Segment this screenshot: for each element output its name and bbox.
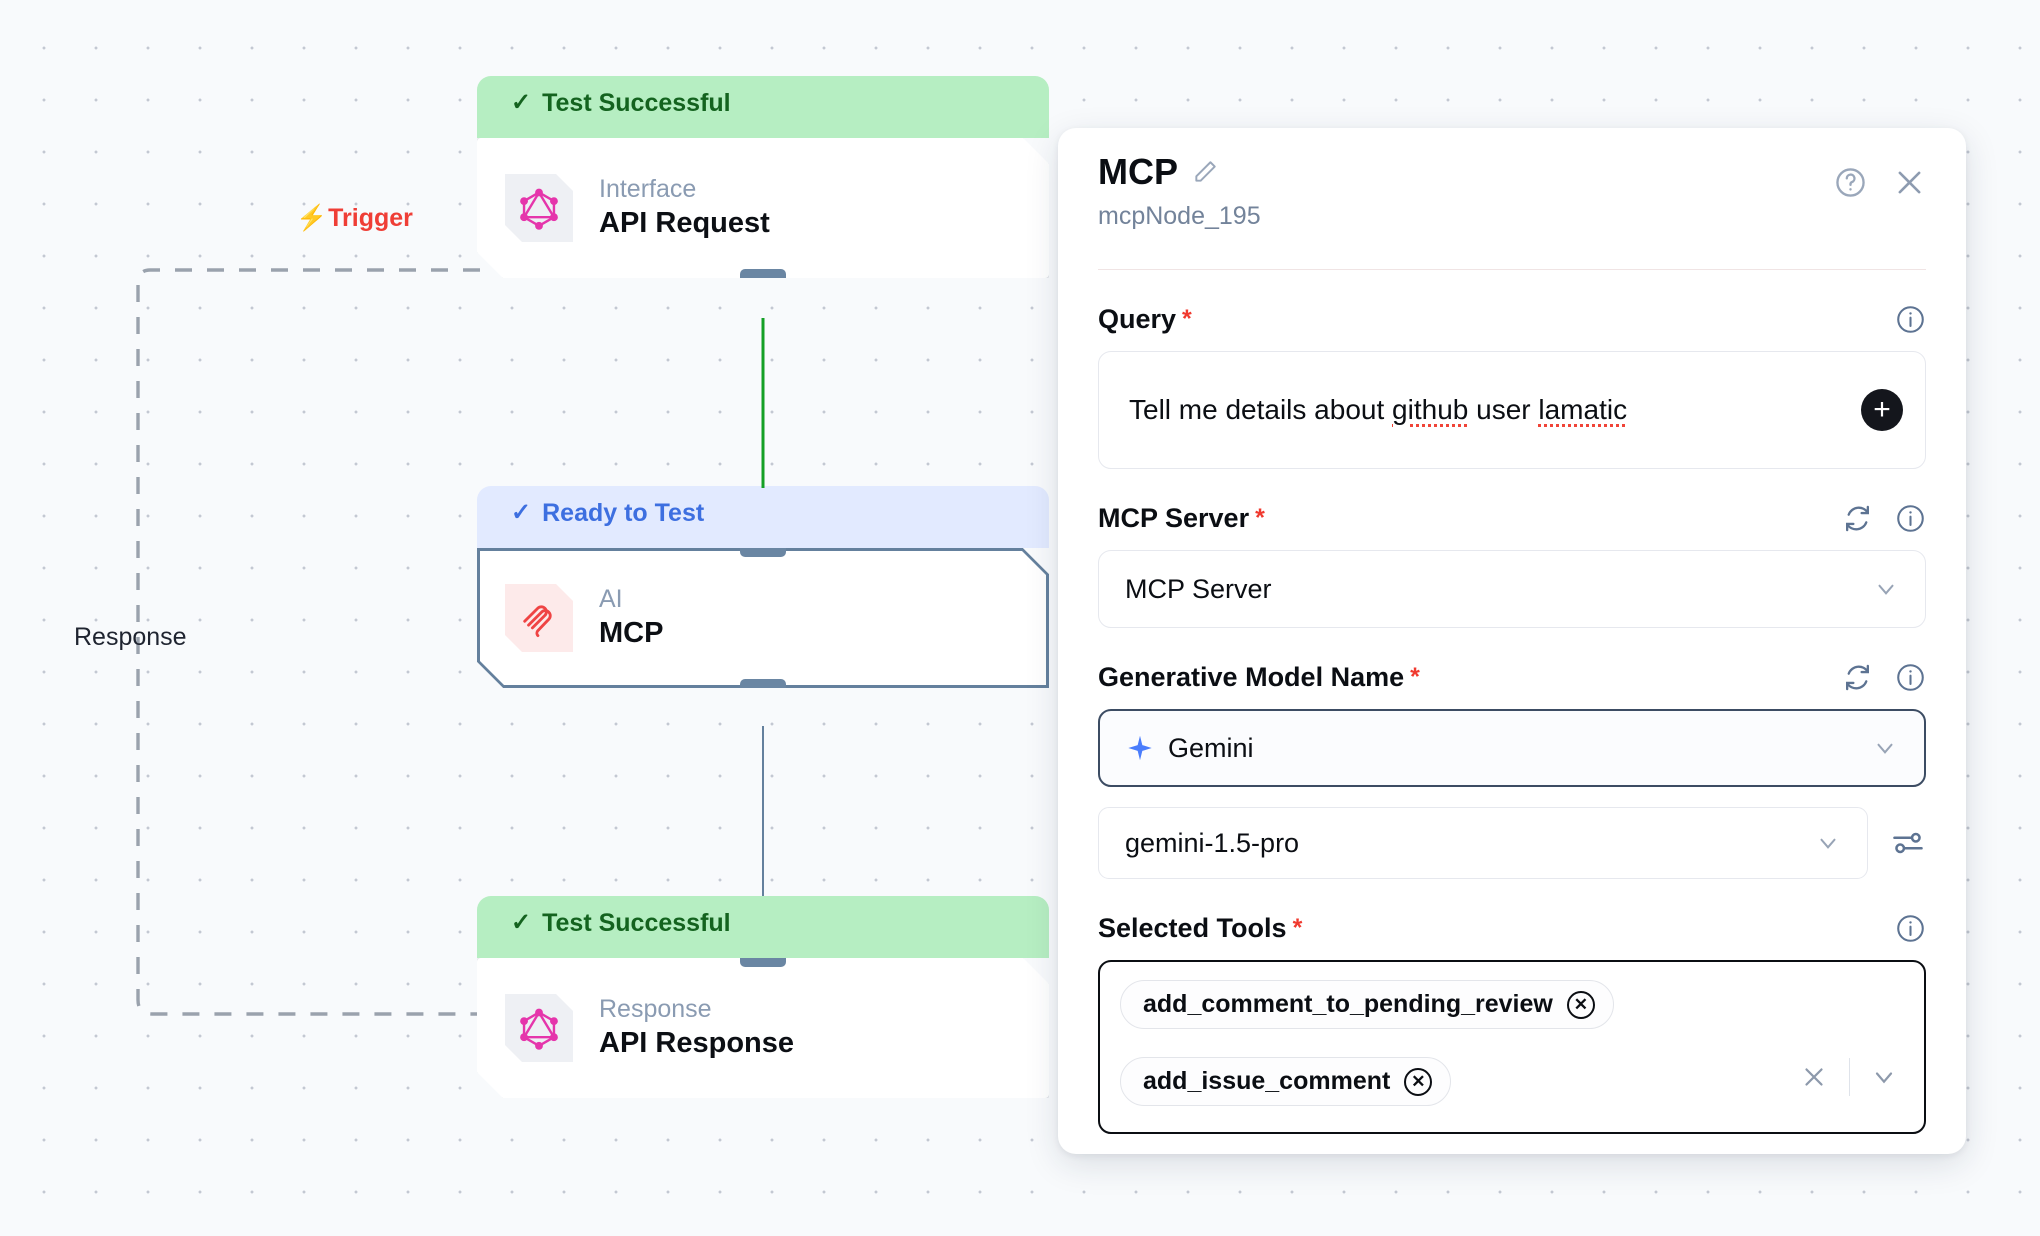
gemini-sparkle-icon: [1126, 734, 1154, 762]
model-name-value: gemini-1.5-pro: [1125, 827, 1300, 858]
node-config-panel[interactable]: MCP mcpNode_195: [1058, 128, 1966, 1154]
pencil-icon[interactable]: [1192, 159, 1218, 185]
field-selected-tools: Selected Tools * add_comment_to_pending_…: [1098, 913, 1926, 1134]
model-provider-select[interactable]: Gemini: [1098, 709, 1926, 787]
node-kind-label: Response: [599, 995, 712, 1024]
model-provider-value: Gemini: [1168, 732, 1254, 763]
selected-tools-label: Selected Tools: [1098, 913, 1287, 943]
response-label: Response: [74, 623, 187, 651]
trigger-label: ⚡ Trigger: [296, 204, 413, 233]
refresh-icon[interactable]: [1842, 503, 1873, 534]
panel-header: MCP mcpNode_195: [1098, 154, 1926, 231]
chevron-down-icon: [1815, 830, 1841, 856]
chevron-down-icon: [1873, 576, 1899, 602]
sliders-icon[interactable]: [1890, 825, 1926, 861]
info-icon[interactable]: [1895, 304, 1926, 335]
refresh-icon[interactable]: [1842, 662, 1873, 693]
tool-chip[interactable]: add_issue_comment ✕: [1120, 1057, 1452, 1106]
node-card-body[interactable]: Interface API Request: [477, 138, 1049, 278]
mcp-paperclip-icon: [505, 584, 573, 652]
required-asterisk: *: [1410, 663, 1420, 691]
tool-chip-label: add_issue_comment: [1143, 1067, 1391, 1095]
required-asterisk: *: [1292, 914, 1303, 942]
node-status-text: Ready to Test: [542, 498, 705, 527]
node-selection-outline: [477, 548, 1049, 688]
node-status-badge: ✓ Ready to Test: [477, 486, 1049, 548]
required-asterisk: *: [1182, 305, 1192, 333]
query-label: Query: [1098, 304, 1177, 334]
node-api-request[interactable]: ✓ Test Successful: [477, 76, 1049, 278]
check-icon: ✓: [511, 909, 532, 936]
help-circle-icon[interactable]: [1834, 166, 1867, 199]
check-icon: ✓: [511, 499, 532, 526]
node-output-handle[interactable]: [740, 679, 786, 696]
close-icon[interactable]: [1893, 166, 1926, 199]
selected-tools-multiselect[interactable]: add_comment_to_pending_review ✕ add_issu…: [1098, 960, 1926, 1134]
page-title: MCP: [1098, 151, 1178, 192]
node-card-body[interactable]: Response API Response: [477, 958, 1049, 1098]
node-title-label: MCP: [599, 617, 664, 650]
lightning-bolt-icon: ⚡: [296, 204, 328, 232]
tool-chip[interactable]: add_comment_to_pending_review ✕: [1120, 980, 1614, 1029]
info-icon[interactable]: [1895, 503, 1926, 534]
remove-chip-icon[interactable]: ✕: [1404, 1067, 1433, 1096]
node-api-response[interactable]: ✓ Test Successful: [477, 896, 1049, 1098]
node-status-badge: ✓ Test Successful: [477, 76, 1049, 138]
add-variable-button[interactable]: +: [1861, 389, 1903, 431]
remove-chip-icon[interactable]: ✕: [1566, 990, 1595, 1019]
graphql-icon: [505, 174, 573, 242]
field-query: Query * Tell me details about github use…: [1098, 304, 1926, 469]
node-card-body[interactable]: AI MCP: [477, 548, 1049, 688]
header-divider: [1098, 269, 1926, 270]
info-icon[interactable]: [1895, 913, 1926, 944]
field-generative-model: Generative Model Name *: [1098, 662, 1926, 879]
check-icon: ✓: [511, 89, 532, 116]
node-status-badge: ✓ Test Successful: [477, 896, 1049, 958]
node-output-handle[interactable]: [740, 269, 786, 286]
divider: [1849, 1058, 1850, 1096]
node-status-text: Test Successful: [542, 88, 731, 117]
tool-chip-label: add_comment_to_pending_review: [1143, 990, 1553, 1018]
mcp-server-label: MCP Server: [1098, 503, 1250, 533]
trigger-label-text: Trigger: [328, 204, 413, 232]
node-id-label: mcpNode_195: [1098, 202, 1261, 230]
chevron-down-icon: [1872, 735, 1898, 761]
edge-request-to-mcp: [761, 318, 765, 488]
mcp-server-selected-value: MCP Server: [1125, 573, 1272, 604]
node-title-label: API Request: [599, 207, 770, 240]
graphql-icon: [505, 994, 573, 1062]
clear-x-icon[interactable]: [1799, 1062, 1829, 1092]
query-value: Tell me details about github user lamati…: [1129, 394, 1628, 425]
node-mcp[interactable]: ✓ Ready to Test AI MCP: [477, 486, 1049, 688]
mcp-server-select[interactable]: MCP Server: [1098, 550, 1926, 628]
query-input[interactable]: Tell me details about github user lamati…: [1098, 351, 1926, 469]
chevron-down-icon[interactable]: [1870, 1063, 1898, 1091]
model-name-select[interactable]: gemini-1.5-pro: [1098, 807, 1868, 879]
edge-mcp-to-response: [762, 726, 764, 896]
required-asterisk: *: [1255, 504, 1265, 532]
node-title-label: API Response: [599, 1027, 794, 1060]
field-mcp-server: MCP Server *: [1098, 503, 1926, 628]
node-status-text: Test Successful: [542, 908, 731, 937]
node-kind-label: Interface: [599, 175, 697, 204]
node-kind-label: AI: [599, 585, 623, 614]
generative-model-label: Generative Model Name: [1098, 662, 1405, 692]
info-icon[interactable]: [1895, 662, 1926, 693]
